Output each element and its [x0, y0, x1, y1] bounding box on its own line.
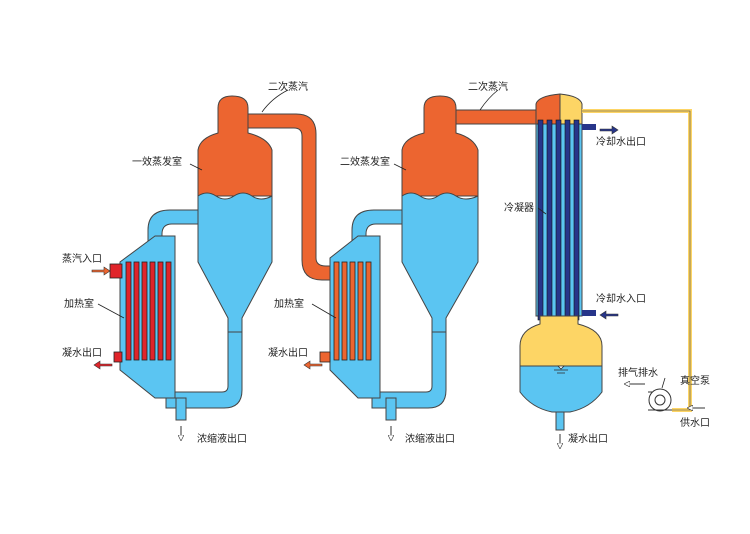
labels: 二次蒸汽 二次蒸汽 一效蒸发室 二效蒸发室 蒸汽入口 加热室 加热室 凝水出口 …: [62, 80, 710, 445]
evaporation-room-2-vapor: [401, 95, 479, 197]
drain-pipe-1: [175, 397, 187, 421]
heating-tubes-1: [109, 261, 172, 363]
evaporation-room-1-liquid: [197, 192, 273, 333]
evaporation-room-1-vapor: [197, 95, 273, 197]
condenser-drain: [555, 411, 565, 431]
cooling-water-inlet-pipe: [582, 310, 596, 316]
cooling-water-outlet-pipe: [582, 124, 596, 130]
condensate-tank-liquid: [519, 365, 603, 413]
condenser: [519, 93, 692, 431]
drain-pipe-2: [385, 397, 397, 421]
label-secondary-steam-1: 二次蒸汽: [268, 80, 308, 93]
label-vacuum-pump: 真空泵: [680, 374, 710, 387]
label-heating-room-2: 加热室: [274, 297, 304, 310]
downcomer-pipe-2: [371, 331, 447, 409]
label-evap-room-1: 一效蒸发室: [132, 155, 182, 168]
label-vent-drain: 排气排水: [618, 366, 658, 379]
cooling-water-inlet-arrow: [599, 310, 619, 320]
leader-lines: [97, 89, 666, 389]
label-condensate-outlet-1: 凝水出口: [62, 346, 102, 359]
steam-inlet-arrow: [91, 266, 111, 276]
downcomer-pipe-1: [165, 331, 243, 409]
label-steam-inlet: 蒸汽入口: [62, 252, 102, 265]
label-concentrate-outlet-2: 浓缩液出口: [405, 432, 455, 445]
secondary-steam-pipe-2: [455, 109, 547, 125]
label-concentrate-outlet-1: 浓缩液出口: [197, 432, 247, 445]
label-evap-room-2: 二效蒸发室: [340, 155, 390, 168]
label-cooling-water-inlet: 冷却水入口: [596, 292, 646, 305]
condensate-tank-yellow: [519, 315, 603, 367]
heating-tubes-2: [319, 261, 372, 363]
condensate-outlet-1-arrow: [93, 360, 113, 370]
label-cooling-water-outlet: 冷却水出口: [596, 135, 646, 148]
arrows: [91, 125, 705, 448]
vacuum-pump-icon: [648, 388, 672, 412]
condensate-outlet-2-arrow: [303, 360, 323, 370]
effect-1: [109, 95, 273, 421]
label-heating-room-1: 加热室: [64, 297, 94, 310]
liquid-level-icon: [554, 365, 568, 374]
label-secondary-steam-2: 二次蒸汽: [468, 80, 508, 93]
cooling-water-outlet-arrow: [599, 125, 619, 135]
label-condensate-outlet-3: 凝水出口: [568, 432, 608, 445]
condenser-top-yellow: [559, 93, 583, 125]
effect-2: [319, 95, 479, 421]
condenser-top-vapor: [535, 93, 561, 125]
label-condenser: 冷凝器: [504, 201, 534, 214]
label-water-supply-inlet: 供水口: [680, 416, 710, 429]
evaporation-room-2-liquid: [401, 192, 479, 333]
label-condensate-outlet-2: 凝水出口: [268, 346, 308, 359]
